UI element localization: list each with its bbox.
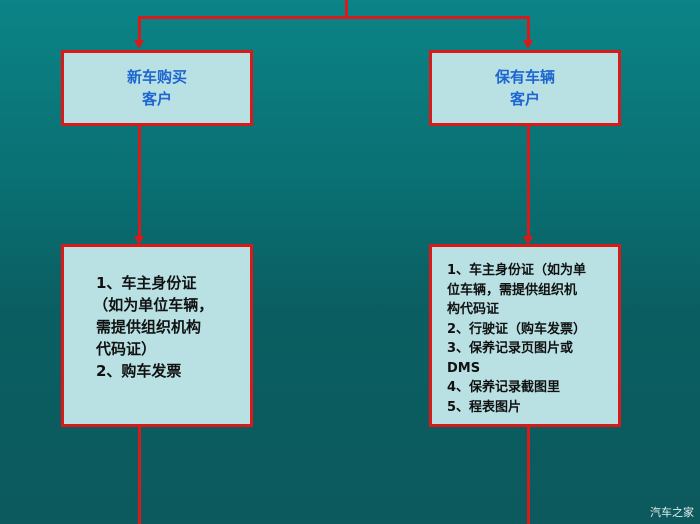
left-bottom-line <box>138 426 141 524</box>
existing-car-customer-title-line2: 客户 <box>509 90 540 108</box>
existing-car-customer-title-line1: 保有车辆 <box>494 68 555 86</box>
new-car-requirements-box: 1、车主身份证 （如为单位车辆， 需提供组织机构 代码证） 2、购车发票 <box>61 244 253 427</box>
watermark-text: 汽车之家 <box>650 506 694 519</box>
existing-car-requirement-line: DMS <box>447 360 481 376</box>
right-bottom-line <box>527 426 530 524</box>
left-middle-arrow <box>134 236 144 245</box>
new-car-customer-title-line2: 客户 <box>141 90 172 108</box>
existing-car-requirements-box: 1、车主身份证（如为单 位车辆，需提供组织机 构代码证 2、行驶证（购车发票） … <box>429 244 621 427</box>
right-drop-arrow <box>523 40 533 49</box>
top-connector-vertical <box>345 0 348 18</box>
top-connector-horizontal <box>138 16 530 19</box>
existing-car-requirement-line: 2、行驶证（购车发票） <box>447 321 587 337</box>
existing-car-requirement-line: 4、保养记录截图里 <box>447 380 561 395</box>
left-drop-arrow <box>134 40 144 49</box>
existing-car-requirement-line: 3、保养记录页图片或 <box>447 341 574 356</box>
existing-car-requirement-line: 构代码证 <box>447 302 500 317</box>
new-car-customer-title-line1: 新车购买 <box>126 68 187 86</box>
left-middle-line <box>138 125 141 238</box>
new-car-requirement-line: 需提供组织机构 <box>96 318 202 336</box>
new-car-requirement-line: 1、车主身份证 <box>96 274 197 292</box>
existing-car-requirement-line: 位车辆，需提供组织机 <box>447 282 578 298</box>
right-middle-line <box>527 125 530 238</box>
left-drop-line <box>138 16 141 44</box>
existing-car-requirement-line: 5、程表图片 <box>447 399 522 415</box>
new-car-customer-box: 新车购买 客户 <box>61 50 253 126</box>
new-car-requirement-line: 2、购车发票 <box>96 362 182 380</box>
right-middle-arrow <box>523 236 533 245</box>
existing-car-requirement-line: 1、车主身份证（如为单 <box>447 263 587 278</box>
new-car-requirement-line: （如为单位车辆， <box>88 296 214 314</box>
existing-car-customer-box: 保有车辆 客户 <box>429 50 621 126</box>
right-drop-line <box>527 16 530 44</box>
new-car-requirement-line: 代码证） <box>96 340 157 358</box>
